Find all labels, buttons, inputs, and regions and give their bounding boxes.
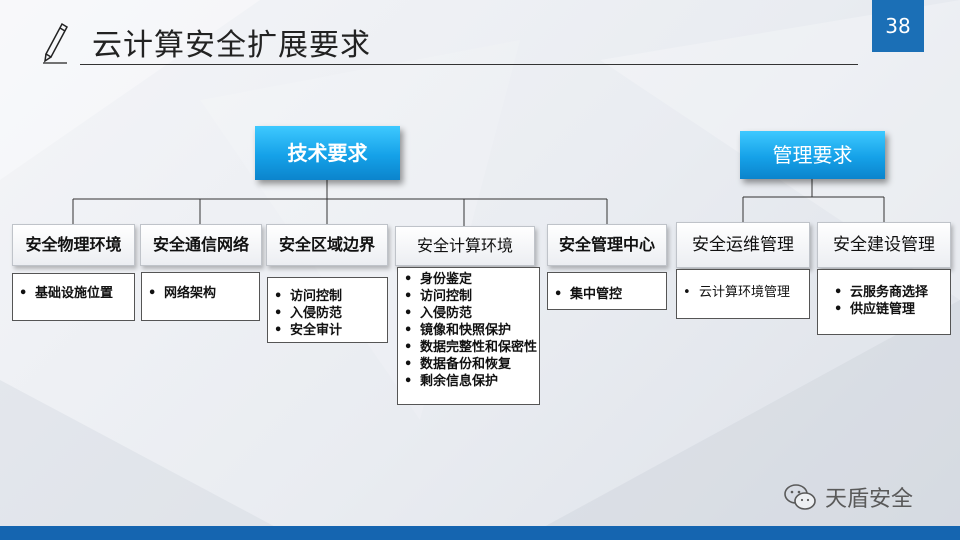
item-ops-management: 安全运维管理 (676, 222, 810, 268)
detail-item: 集中管控 (548, 286, 666, 303)
detail-item: 安全审计 (268, 322, 387, 339)
detail-item: 云服务商选择 (828, 284, 950, 301)
watermark-text: 天盾安全 (825, 487, 914, 512)
detail-item: 云计算环境管理 (677, 284, 809, 301)
detail-item: 身份鉴定 (398, 271, 539, 288)
detail-item: 基础设施位置 (13, 285, 134, 302)
detail-communication-network: 网络架构 (141, 272, 260, 321)
item-computing-environment: 安全计算环境 (395, 226, 535, 266)
detail-item: 剩余信息保护 (398, 373, 539, 390)
detail-item: 入侵防范 (268, 305, 387, 322)
detail-construction-management: 云服务商选择 供应链管理 (817, 269, 951, 335)
item-construction-management: 安全建设管理 (817, 222, 951, 268)
detail-physical-environment: 基础设施位置 (12, 273, 135, 321)
page-title: 云计算安全扩展要求 (92, 28, 371, 63)
management-requirements-box: 管理要求 (740, 131, 885, 179)
watermark: 天盾安全 (783, 482, 913, 512)
title-underline (80, 64, 858, 65)
detail-item: 供应链管理 (828, 301, 950, 318)
detail-item: 镜像和快照保护 (398, 322, 539, 339)
page-number-badge: 38 (872, 0, 924, 52)
detail-item: 网络架构 (142, 285, 259, 302)
detail-item: 数据备份和恢复 (398, 356, 539, 373)
detail-item: 入侵防范 (398, 305, 539, 322)
item-management-center: 安全管理中心 (547, 224, 667, 266)
item-area-boundary: 安全区域边界 (266, 224, 388, 266)
detail-area-boundary: 访问控制 入侵防范 安全审计 (267, 277, 388, 343)
detail-item: 数据完整性和保密性 (398, 339, 539, 356)
wechat-icon (784, 484, 816, 510)
item-communication-network: 安全通信网络 (140, 224, 262, 266)
detail-computing-environment: 身份鉴定 访问控制 入侵防范 镜像和快照保护 数据完整性和保密性 数据备份和恢复… (397, 267, 540, 405)
footer-bar (0, 526, 960, 540)
detail-ops-management: 云计算环境管理 (676, 269, 810, 319)
item-physical-environment: 安全物理环境 (12, 224, 135, 266)
technical-requirements-box: 技术要求 (255, 126, 400, 180)
detail-item: 访问控制 (398, 288, 539, 305)
detail-management-center: 集中管控 (547, 272, 667, 310)
pencil-icon (43, 22, 68, 64)
detail-item: 访问控制 (268, 288, 387, 305)
